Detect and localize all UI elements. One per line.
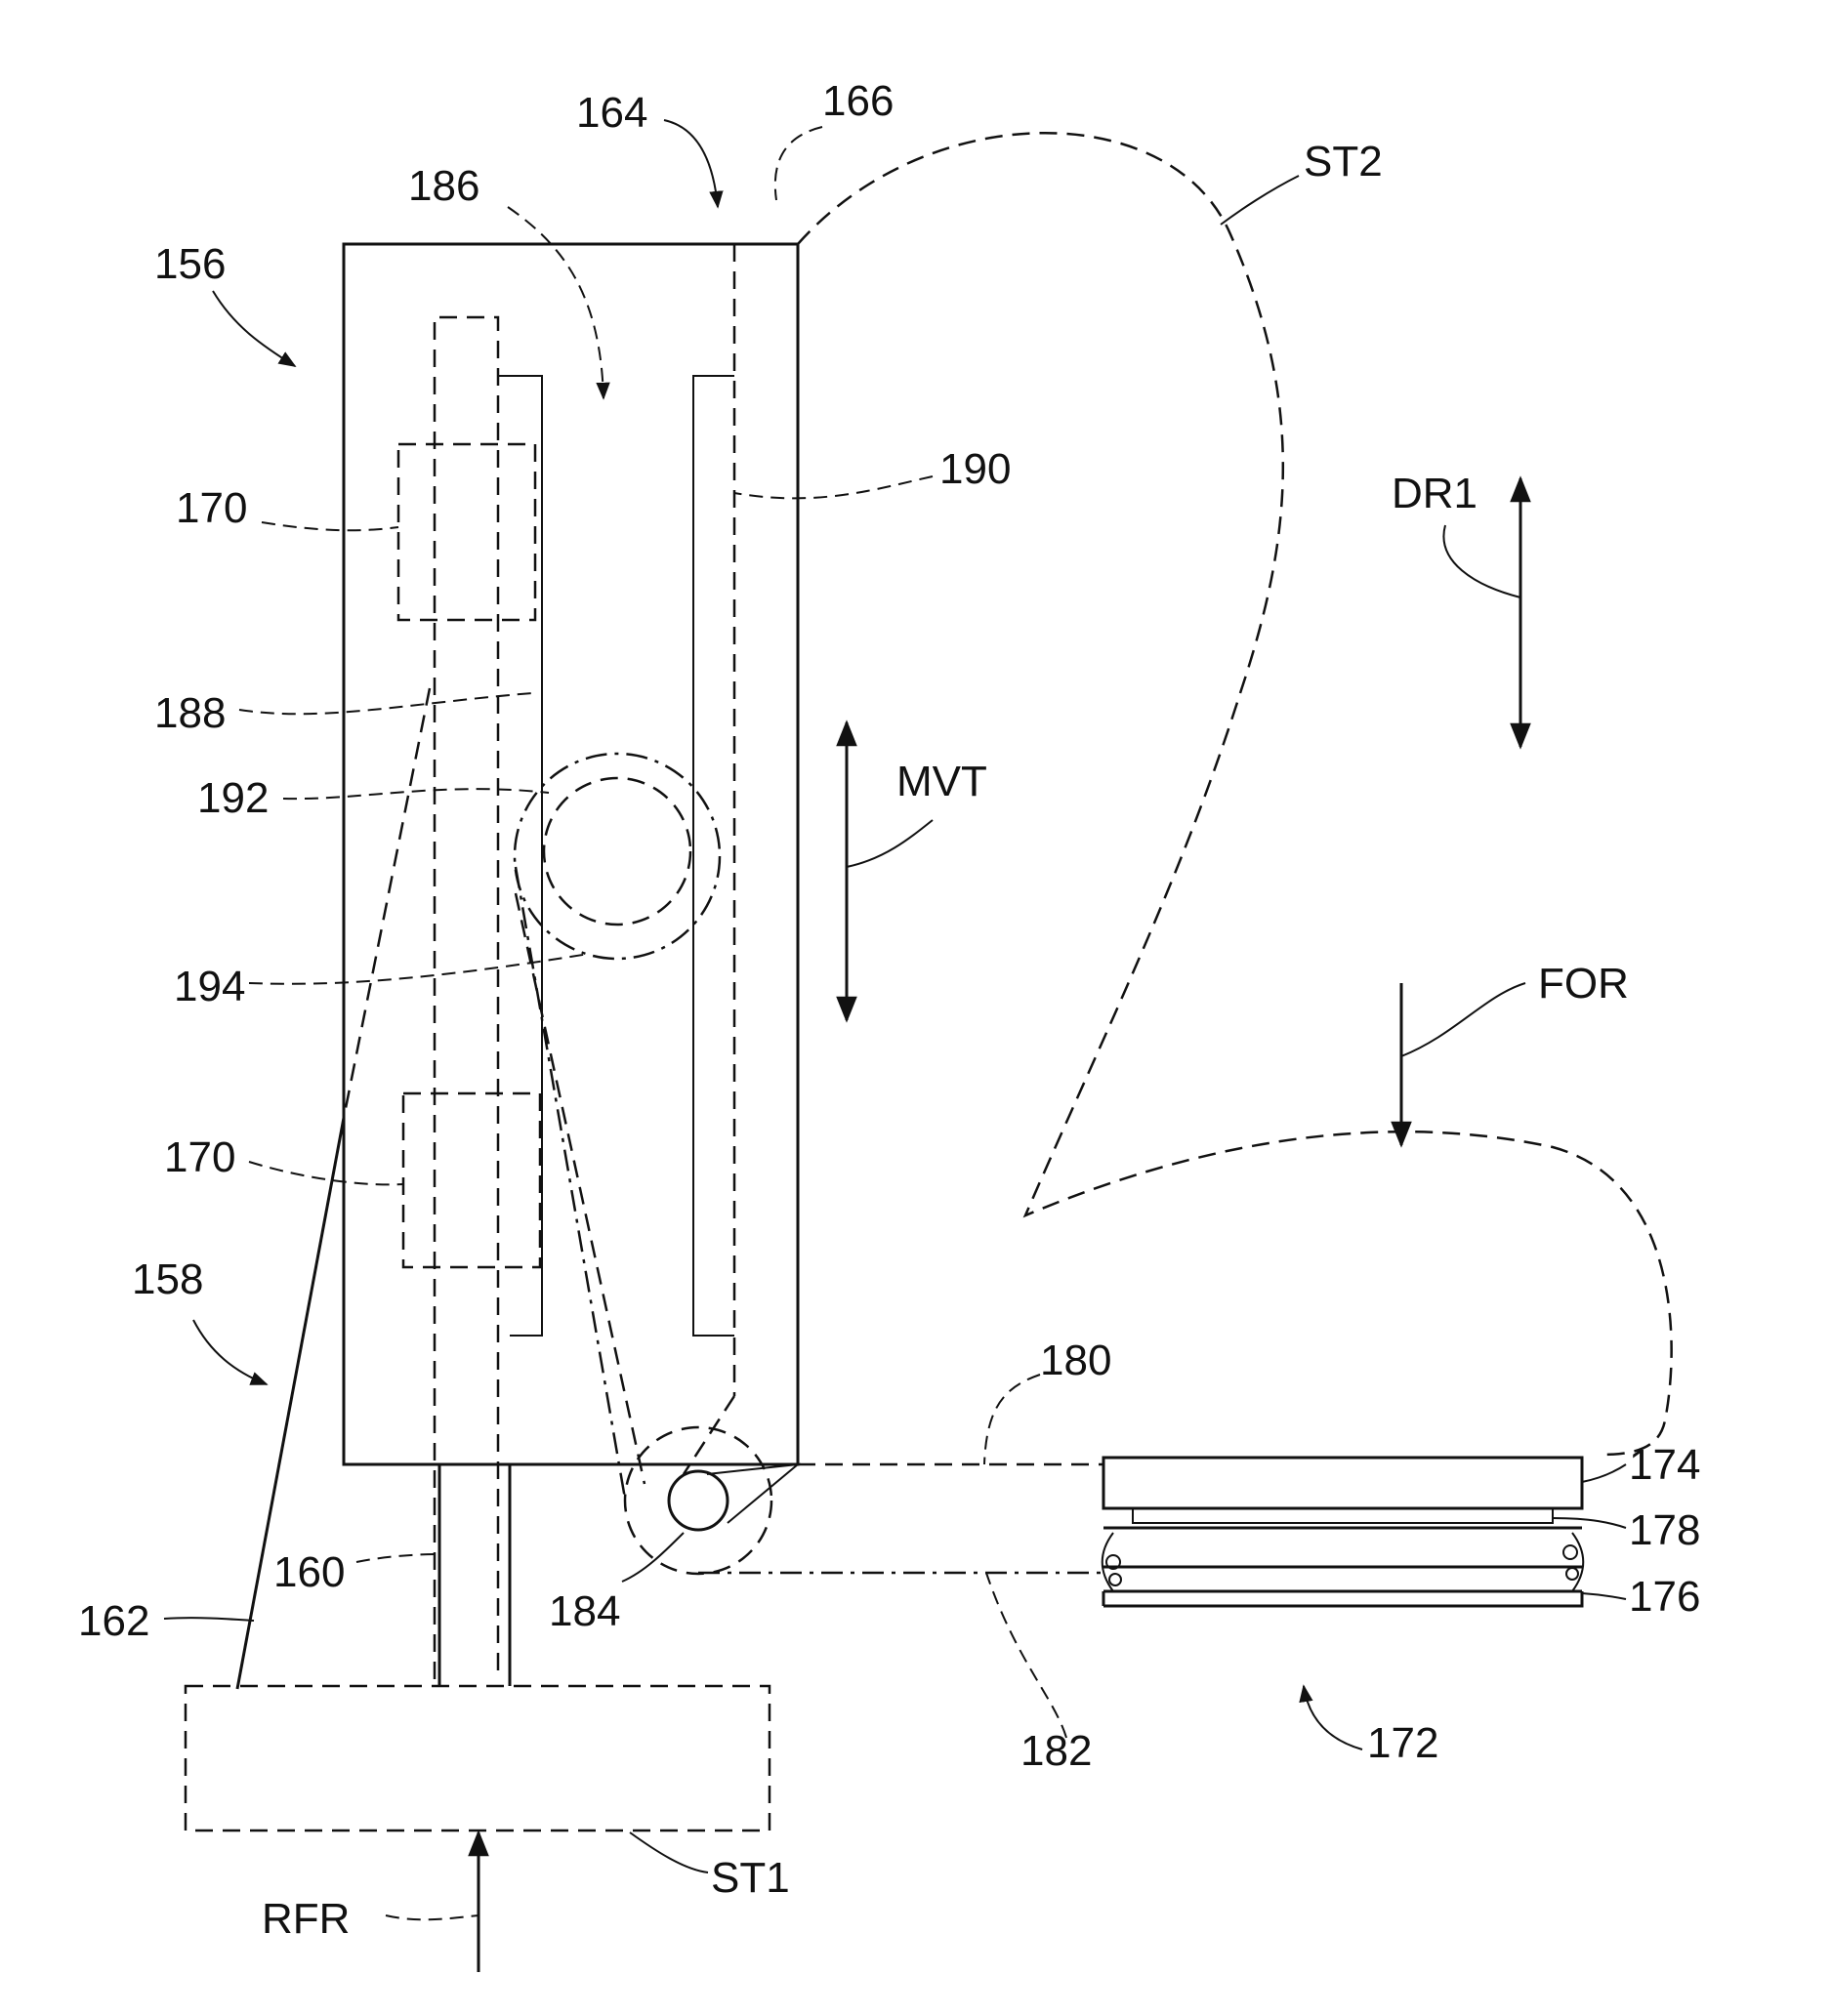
pulley-184-hub [669,1471,728,1530]
leader-dr1 [1443,525,1520,597]
leader-180 [984,1375,1040,1464]
leader-st1 [630,1832,708,1872]
label-186: 186 [408,162,479,210]
label-188: 188 [154,689,226,737]
bearing-block-lower [403,1093,540,1267]
leader-for [1401,983,1525,1056]
leader-mvt [847,820,933,867]
leader-160 [356,1554,439,1562]
guide-rail-right [693,376,734,1336]
bellows-bead-right-1 [1563,1545,1577,1559]
label-162: 162 [78,1597,149,1645]
label-170a: 170 [176,484,247,532]
leader-170b [249,1162,403,1184]
label-170b: 170 [164,1133,235,1181]
pulley-194 [544,778,690,925]
pulley-192 [515,754,720,959]
plate-178 [1133,1508,1553,1523]
label-174: 174 [1629,1441,1700,1489]
base-st1 [186,1686,770,1831]
label-for: FOR [1538,960,1629,1008]
leader-170a [262,522,398,530]
leader-162 [164,1618,254,1621]
bellows-bead-left-2 [1109,1574,1121,1585]
leader-188 [239,693,532,714]
label-158: 158 [132,1255,203,1303]
belt-slant-184 [684,1396,734,1474]
leader-rfr [386,1915,479,1919]
arrow-158 [193,1320,267,1384]
arrow-156 [213,291,295,366]
belt-hub-upper [707,1464,798,1523]
label-dr1: DR1 [1392,470,1477,517]
bellows-176 [1103,1528,1582,1606]
leader-174 [1582,1464,1626,1482]
label-176: 176 [1629,1573,1700,1621]
label-160: 160 [273,1548,345,1596]
label-st2: ST2 [1304,138,1383,185]
label-180: 180 [1040,1337,1111,1384]
leader-190 [734,476,933,498]
label-172: 172 [1367,1719,1438,1767]
leader-194 [249,954,589,984]
belt-inner-left [516,893,645,1484]
label-182: 182 [1020,1727,1092,1775]
label-156: 156 [154,240,226,288]
arrow-164 [664,120,718,207]
guide-bracket-left [498,376,542,1336]
label-mvt: MVT [896,758,987,805]
label-st1: ST1 [711,1854,790,1902]
label-178: 178 [1629,1506,1700,1554]
bellows-176-curves [1103,1533,1584,1591]
leader-192 [283,789,549,799]
arrow-172 [1304,1686,1362,1749]
housing-body [344,244,798,1464]
leader-176 [1582,1593,1626,1599]
arrow-186 [508,207,603,398]
strut-162 [237,1118,344,1689]
label-190: 190 [939,445,1011,493]
leader-st2 [1221,176,1299,225]
guide-column-left [435,317,498,1679]
label-164: 164 [576,89,647,137]
leader-182 [986,1573,1066,1738]
leader-166 [775,127,822,200]
label-194: 194 [174,963,245,1010]
strut-162-upper [344,688,430,1118]
label-192: 192 [197,774,269,822]
label-184: 184 [549,1587,620,1635]
plate-174 [1103,1458,1582,1508]
pulley-184 [625,1427,771,1574]
bearing-block-upper [398,444,535,620]
bellows-bead-right-2 [1566,1568,1578,1580]
label-rfr: RFR [262,1895,350,1943]
label-166: 166 [822,77,894,125]
